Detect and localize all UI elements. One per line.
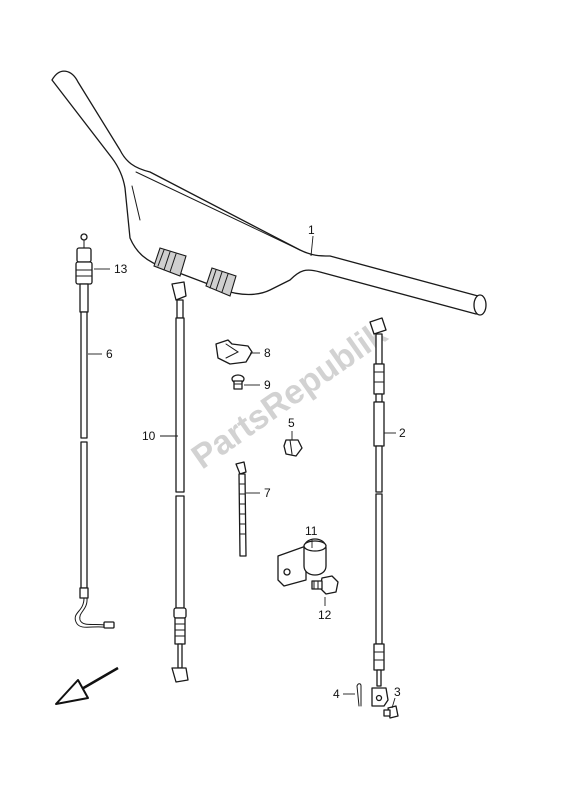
handlebar[interactable] — [51, 70, 487, 316]
clamp[interactable] — [283, 439, 303, 457]
throttle-cable[interactable] — [74, 233, 115, 629]
callout-12: 12 — [318, 608, 332, 622]
callout-6: 6 — [106, 347, 113, 361]
callout-3: 3 — [394, 685, 401, 699]
clutch-cable[interactable] — [369, 317, 389, 707]
callout-9: 9 — [264, 378, 271, 392]
callout-4: 4 — [333, 687, 340, 701]
callout-8: 8 — [264, 346, 271, 360]
cable-guide-clip[interactable] — [215, 339, 253, 365]
callout-7: 7 — [264, 486, 271, 500]
cable-tie[interactable] — [235, 461, 247, 557]
callout-2: 2 — [399, 426, 406, 440]
callout-13: 13 — [114, 262, 128, 276]
screw[interactable] — [231, 374, 245, 390]
front-arrow-icon — [55, 666, 119, 705]
left-grip — [153, 247, 187, 277]
right-grip — [205, 267, 237, 297]
callout-10: 10 — [142, 429, 156, 443]
cable-holder[interactable] — [277, 538, 327, 587]
bolt-12[interactable] — [311, 575, 339, 595]
callout-1: 1 — [308, 223, 315, 237]
pin[interactable] — [356, 683, 362, 707]
callout-5: 5 — [288, 416, 295, 430]
leader-lines — [88, 235, 396, 709]
callout-11: 11 — [305, 524, 318, 538]
bolt-3[interactable] — [383, 705, 399, 719]
brake-cable[interactable] — [171, 281, 189, 683]
callout-labels: 1 2 3 4 5 6 7 8 9 10 11 12 13 — [106, 223, 406, 701]
